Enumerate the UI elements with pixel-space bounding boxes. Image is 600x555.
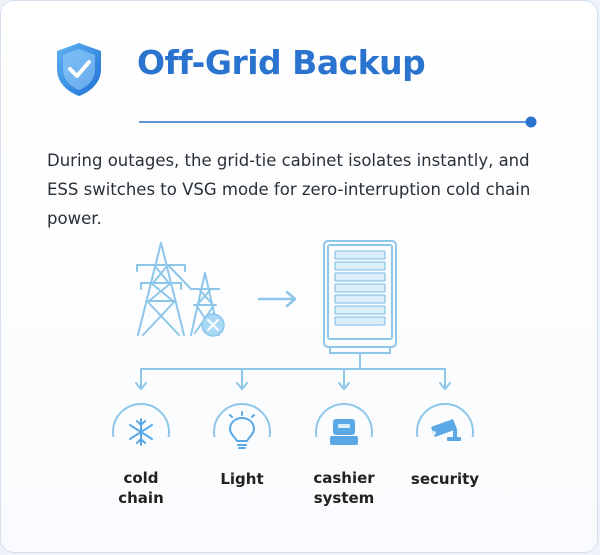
light-circle (213, 403, 271, 437)
security-circle (416, 403, 474, 437)
power-diagram (112, 240, 474, 437)
title-divider (139, 116, 537, 128)
shield-icon (57, 43, 101, 96)
cashier-circle (315, 403, 373, 437)
transmission-tower-icon (136, 242, 186, 336)
security-camera-icon (431, 419, 461, 441)
load-label-cold-chain: cold chain (118, 469, 164, 507)
load-icons (129, 411, 461, 449)
snowflake-icon (129, 418, 153, 446)
grid-tie-cabinet-icon (323, 240, 397, 354)
description: During outages, the grid-tie cabinet iso… (47, 151, 531, 228)
load-label-light: Light (220, 470, 264, 488)
disconnect-icon (201, 313, 225, 337)
load-label-security: security (410, 470, 480, 488)
light-bulb-icon (228, 411, 256, 449)
distribution-lines (135, 352, 451, 390)
cold-chain-circle (112, 403, 170, 437)
cashier-icon (330, 419, 358, 445)
load-label-cashier: cashier system (313, 469, 375, 507)
arrow-icon (257, 290, 297, 308)
page-title: Off-Grid Backup (137, 43, 426, 82)
